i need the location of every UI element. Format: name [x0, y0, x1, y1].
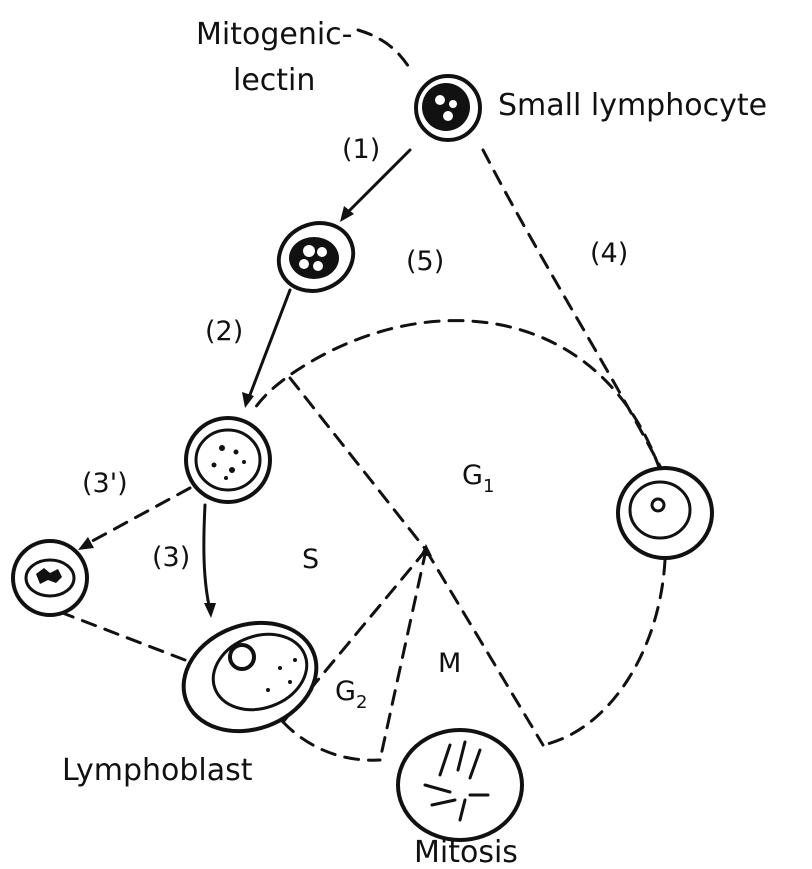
- arrow-step-3: [204, 505, 210, 610]
- enlarging-blast-cell: [186, 418, 270, 502]
- g1-resting-cell: [618, 468, 712, 558]
- mitogenic-label: Mitogenic-: [196, 17, 353, 52]
- m-phase-label: M: [438, 648, 461, 679]
- lectin-arrow: [358, 30, 412, 72]
- g2-phase-label: G2: [335, 676, 367, 713]
- step-3-label: (3): [152, 542, 190, 573]
- lymphoblast-cell: [168, 605, 331, 749]
- arrow-step-4: [483, 150, 662, 470]
- g2-letter: G: [335, 676, 356, 707]
- arrowhead-step-2: [242, 392, 254, 408]
- cycle-center-arrowhead: [420, 544, 432, 556]
- small-lymphocyte-label: Small lymphocyte: [498, 88, 767, 123]
- arc-right-to-mitosis: [543, 560, 665, 745]
- g1-phase-label: G1: [462, 460, 494, 497]
- arrowhead-step-3: [204, 603, 216, 618]
- step-4-label: (4): [590, 238, 628, 269]
- g1-subscript: 1: [483, 476, 494, 497]
- arc-step-5: [255, 321, 660, 470]
- arrow-step-2: [248, 290, 290, 400]
- arc-lymphoblast-to-mitosis: [283, 722, 380, 760]
- cycle-line-g1-s: [290, 378, 426, 550]
- arrowhead-step-3-prime: [78, 537, 94, 550]
- cycle-line-g2-m: [380, 550, 426, 760]
- mitosis-cell: [398, 730, 522, 840]
- activated-lymphocyte-cell: [268, 211, 365, 303]
- step-5-label: (5): [406, 246, 444, 277]
- small-lymphocyte-cell: [416, 76, 480, 140]
- lectin-label: lectin: [233, 63, 315, 98]
- lymphoblast-label: Lymphoblast: [62, 753, 253, 788]
- side-to-lymphoblast-line: [60, 612, 185, 660]
- step-2-label: (2): [205, 316, 243, 347]
- mitosis-label: Mitosis: [414, 835, 518, 869]
- step-1-label: (1): [342, 134, 380, 165]
- g2-subscript: 2: [356, 692, 367, 713]
- g1-letter: G: [462, 460, 483, 491]
- side-cell: [13, 541, 87, 615]
- step-3-prime-label: (3'): [82, 468, 128, 499]
- s-phase-label: S: [302, 544, 319, 575]
